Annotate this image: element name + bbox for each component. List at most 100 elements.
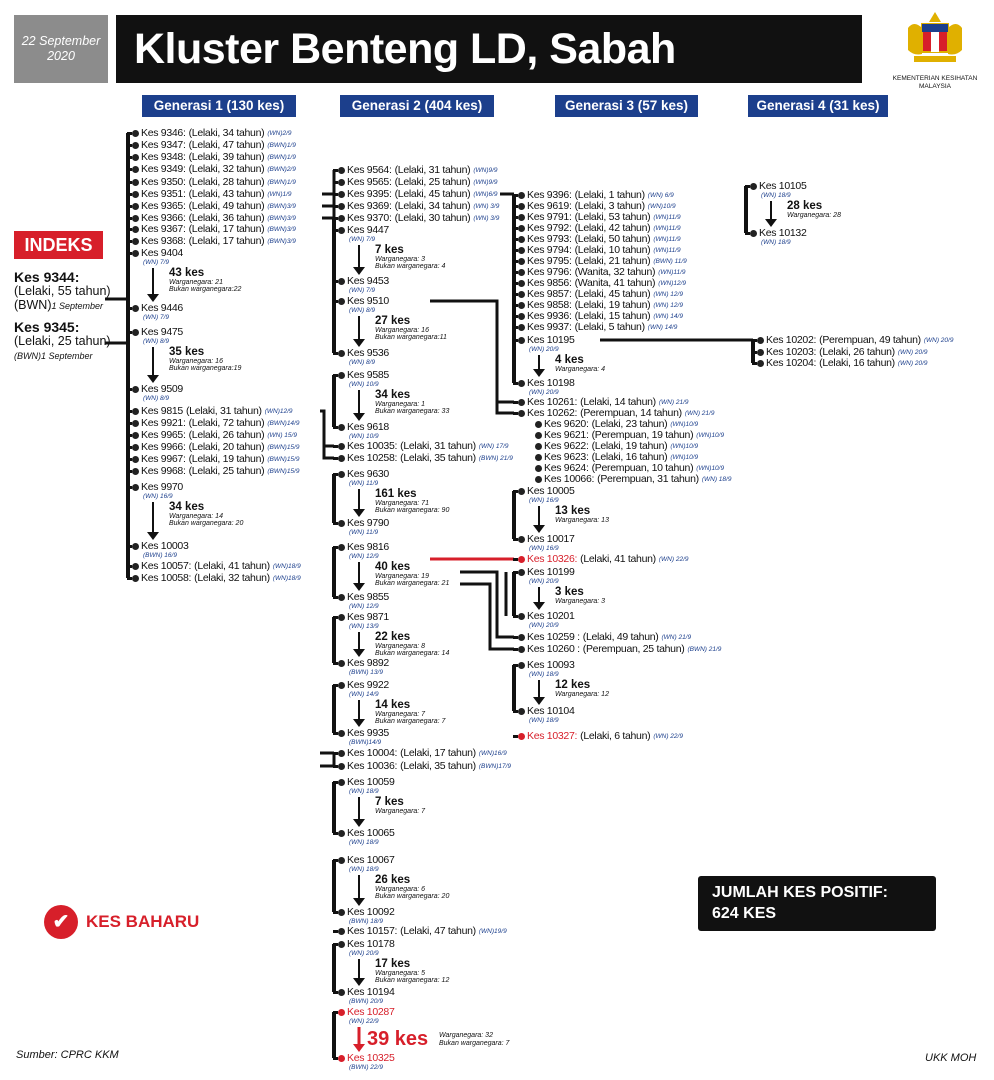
case-row: Kes 9349:(Lelaki, 32 tahun)(BWN)2/9: [127, 162, 296, 175]
case-row: Kes 10259 :(Lelaki, 49 tahun)(WN) 21/9: [513, 630, 691, 643]
case-tag: (WN) 20/9: [529, 346, 559, 353]
case-row: Kes 9815(Lelaki, 31 tahun)(WN)12/9: [127, 404, 293, 417]
case-row: Kes 9790: [333, 517, 389, 529]
case-tag: (WN)12/9: [264, 407, 293, 415]
connector-stub: [333, 192, 338, 196]
count-breakdown: Warganegara: 5: [375, 970, 426, 977]
case-dot-icon: [338, 749, 345, 757]
connector-stub: [127, 180, 132, 184]
case-detail: (Lelaki, 17 tahun): [400, 746, 476, 759]
generation-3-header: Generasi 3 (57 kes): [555, 95, 698, 117]
case-detail: (Lelaki, 31 tahun): [394, 163, 471, 176]
case-count: 7 kes: [375, 244, 404, 256]
case-dot-icon: [338, 277, 345, 285]
connector-stub: [513, 570, 518, 574]
case-row: Kes 10036:(Lelaki, 35 tahun)(BWN)17/9: [333, 759, 512, 772]
case-detail: (Wanita, 32 tahun): [574, 265, 656, 278]
case-row: Kes 10058:(Lelaki, 32 tahun)(WN)18/9: [127, 572, 301, 584]
case-row: Kes 10017: [513, 533, 575, 545]
connector-stub: [513, 292, 518, 296]
case-count: 161 kes: [375, 488, 417, 500]
count-breakdown: Warganegara: 6: [375, 886, 426, 893]
case-row: Kes 9794:(Lelaki, 10 tahun)(WN)11/9: [513, 244, 681, 256]
total-value: 624 KES: [712, 905, 777, 922]
case-tag: (WN)19/9: [478, 927, 507, 935]
case-detail: (Lelaki, 20 tahun): [188, 440, 265, 453]
case-tag: (WN) 14/9: [647, 323, 678, 331]
case-row: Kes 9475: [127, 326, 183, 338]
connector-stub: [333, 595, 338, 599]
case-dot-icon: [750, 229, 757, 237]
case-dot-icon: [132, 385, 139, 393]
case-id: Kes 9937:: [527, 320, 572, 333]
case-row: Kes 9856:(Wanita, 41 tahun)(WN)12/9: [513, 276, 686, 289]
case-tag: (WN) 18/9: [761, 192, 791, 199]
connector-stub: [513, 270, 518, 274]
case-tag: (WN) 20/9: [529, 622, 559, 629]
count-breakdown: Warganegara: 32: [439, 1032, 493, 1039]
case-tag: (WN) 16/9: [143, 493, 173, 500]
case-dot-icon: [518, 224, 525, 232]
case-dot-icon: [518, 612, 525, 620]
connector-stub: [127, 544, 132, 548]
case-dot-icon: [132, 419, 139, 427]
case-row: Kes 9453: [333, 275, 389, 287]
case-id: Kes 9968:: [141, 464, 186, 477]
case-detail: (Perempuan, 14 tahun): [580, 406, 682, 419]
case-detail: (Lelaki, 32 tahun): [188, 162, 265, 175]
page-title: Kluster Benteng LD, Sabah: [116, 15, 862, 83]
count-breakdown: Bukan warganegara: 7: [439, 1040, 510, 1047]
connector-stub: [333, 831, 338, 835]
case-row: Kes 9967:(Lelaki, 19 tahun)(BWN)15/9: [127, 453, 299, 465]
connector-stub: [513, 226, 518, 230]
case-id: Kes 10093: [527, 658, 575, 671]
connector-stub: [333, 942, 338, 946]
check-icon: ✔: [44, 905, 78, 939]
case-detail: (Lelaki, 49 tahun): [582, 630, 659, 643]
case-tag: (WN) 11/9: [349, 480, 379, 487]
connector-stub: [127, 387, 132, 391]
case-tag: (WN) 18/9: [349, 788, 379, 795]
case-row: Kes 9510: [333, 295, 389, 307]
case-detail: (Lelaki, 35 tahun): [400, 759, 476, 772]
case-row: Kes 9365:(Lelaki, 49 tahun)(BWN)3/9: [127, 200, 296, 212]
case-row: Kes 10104: [513, 705, 575, 717]
case-count: 22 kes: [375, 631, 411, 643]
connector-stub: [513, 614, 518, 618]
connector-stub: [333, 731, 338, 735]
case-id: Kes 9815: [141, 404, 183, 417]
case-dot-icon: [518, 268, 525, 276]
case-tag: (BWN)2/9: [267, 165, 296, 173]
case-row: Kes 9621:(Perempuan, 19 tahun)(WN)10/9: [530, 429, 724, 441]
case-row: Kes 9565:(Lelaki, 25 tahun)(WN)9/9: [333, 176, 498, 188]
case-tag: (WN) 18/9: [529, 671, 559, 678]
case-row: Kes 9792:(Lelaki, 42 tahun)(WN)11/9: [513, 221, 681, 234]
arrow-down-icon: [353, 649, 365, 657]
case-tag: (WN)10/9: [670, 442, 699, 450]
case-id: Kes 10203:: [766, 345, 817, 358]
case-tag: (BWN)17/9: [478, 762, 512, 770]
case-tag: (WN)18/9: [272, 562, 301, 570]
connector-stub: [127, 485, 132, 489]
case-tag: (WN) 18/9: [761, 239, 791, 246]
case-detail: (Lelaki, 41 tahun): [194, 559, 270, 572]
case-detail: (Lelaki, 35 tahun): [400, 451, 476, 464]
case-dot-icon: [518, 732, 525, 740]
case-tag: (WN) 18/9: [701, 475, 732, 483]
case-detail: (Lelaki, 42 tahun): [574, 221, 651, 234]
case-tag: (WN)10/9: [696, 464, 725, 472]
case-dot-icon: [338, 166, 345, 174]
connector-stub: [333, 180, 338, 184]
case-detail: (Lelaki, 45 tahun): [394, 187, 471, 200]
connector-stub: [513, 338, 518, 342]
count-breakdown: Warganegara: 7: [375, 711, 426, 718]
case-tag: (BWN)14/9: [267, 419, 300, 427]
case-id: Kes 9536: [347, 346, 389, 359]
case-id: Kes 9856:: [527, 276, 572, 289]
case-dot-icon: [518, 707, 525, 715]
case-id: Kes 10194: [347, 985, 395, 998]
case-dot-icon: [338, 613, 345, 621]
case-row: Kes 9966:(Lelaki, 20 tahun)(BWN)15/9: [127, 440, 299, 453]
